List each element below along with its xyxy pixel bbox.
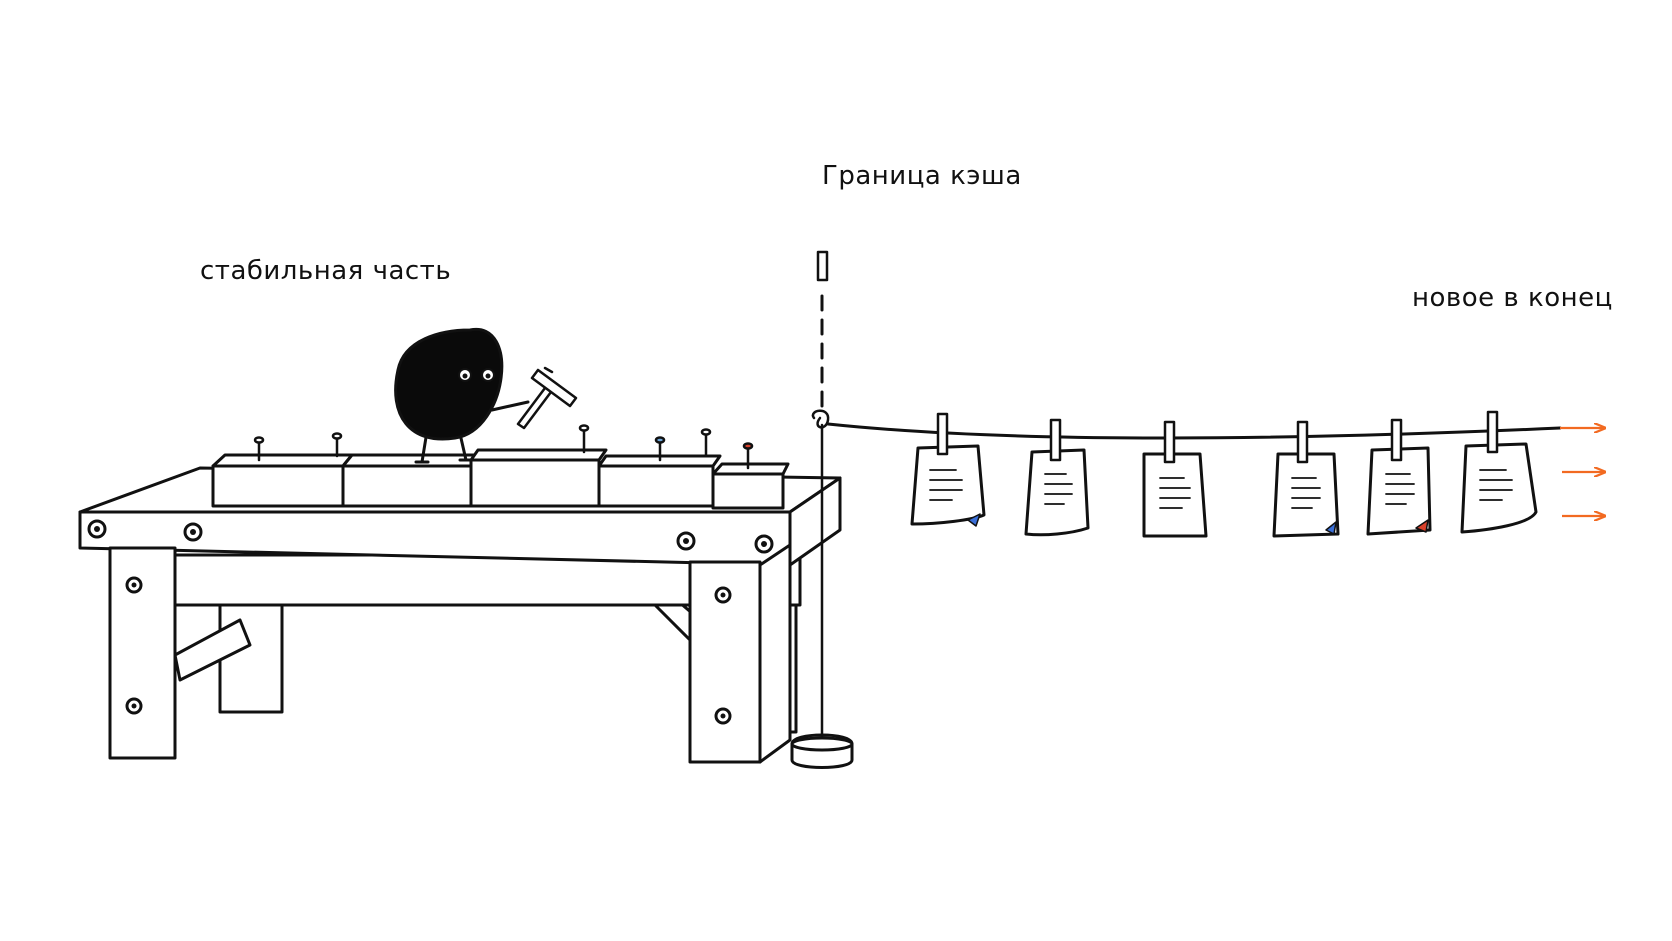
block-3 bbox=[469, 458, 601, 508]
paper-note-icon bbox=[1024, 448, 1090, 537]
bench-front-leg-left bbox=[108, 546, 177, 760]
new-at-end-label: новое в конец bbox=[1412, 283, 1613, 313]
boundary-flag bbox=[816, 250, 829, 282]
hammer-icon bbox=[516, 366, 578, 430]
paper-note-icon bbox=[1366, 446, 1432, 536]
bench-front-leg-right-side bbox=[758, 543, 792, 764]
block-5 bbox=[711, 472, 785, 510]
nails bbox=[253, 424, 754, 470]
cache-boundary-marker bbox=[790, 250, 854, 769]
hanging-notes bbox=[910, 410, 1538, 538]
clothespin-icon bbox=[1163, 420, 1176, 464]
paper-note-icon bbox=[1460, 442, 1538, 534]
block-2 bbox=[341, 464, 473, 508]
bench-cross-brace bbox=[173, 618, 252, 682]
clothespin-icon bbox=[1049, 418, 1062, 462]
clothespin-icon bbox=[1486, 410, 1499, 454]
cache-boundary-label: Граница кэша bbox=[822, 161, 1022, 191]
character-body bbox=[394, 328, 504, 441]
paper-note-icon bbox=[1142, 452, 1208, 538]
clothesline bbox=[826, 422, 1562, 440]
stable-blocks bbox=[211, 448, 790, 510]
append-arrows bbox=[1560, 428, 1604, 516]
clothespin-icon bbox=[936, 412, 949, 456]
block-4 bbox=[597, 464, 715, 508]
stable-part-label: стабильная часть bbox=[200, 256, 452, 286]
clothespin-icon bbox=[1390, 418, 1403, 462]
rope-knot bbox=[811, 409, 830, 429]
block-1 bbox=[211, 464, 345, 508]
workbench bbox=[78, 466, 842, 764]
character-blob bbox=[394, 328, 530, 464]
paper-note-icon bbox=[1272, 452, 1340, 538]
paper-note-icon bbox=[910, 444, 986, 527]
character-arm bbox=[490, 400, 530, 412]
bench-bolts bbox=[87, 519, 774, 725]
clothespin-icon bbox=[1296, 420, 1309, 464]
